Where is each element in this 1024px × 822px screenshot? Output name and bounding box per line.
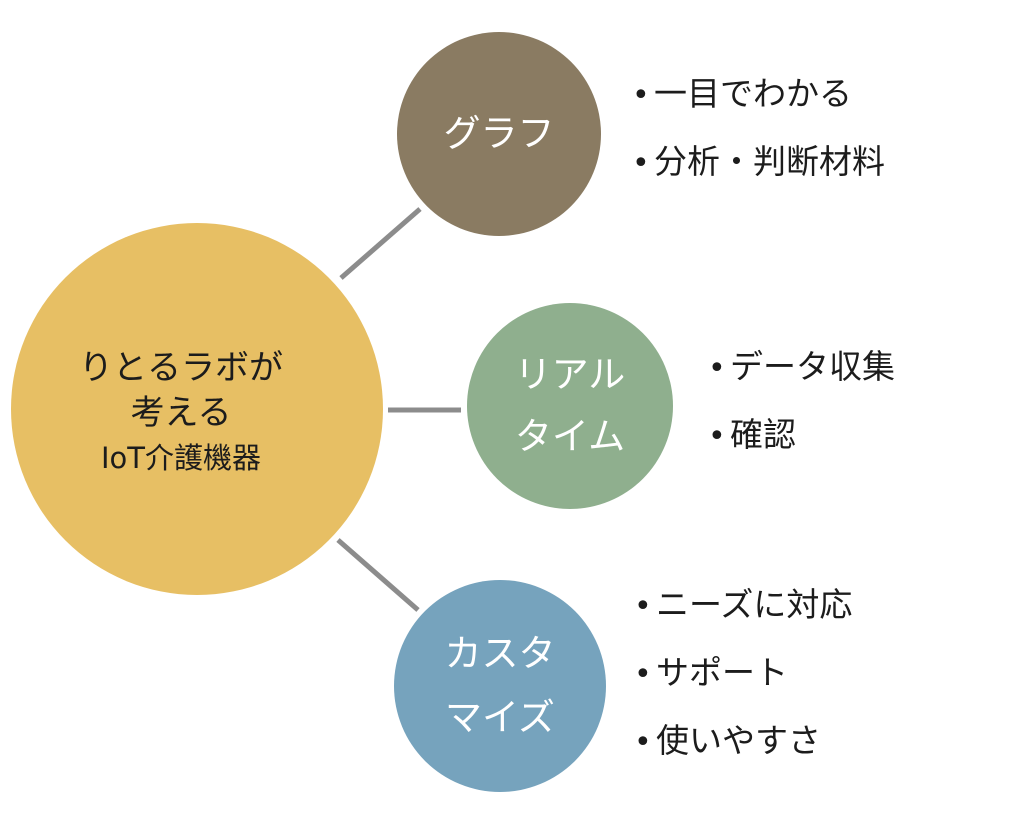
center-topic-text: りとるラボが 考える IoT介護機器 (79, 346, 283, 481)
connector-custom (336, 538, 420, 612)
bullet-item: ニーズに対応 (634, 571, 852, 639)
center-topic-circle: りとるラボが 考える IoT介護機器 (11, 223, 383, 595)
center-line-2: 考える (130, 392, 232, 433)
node-custom-label-line-1: カスタ (444, 632, 556, 675)
bullet-item: データ収集 (708, 333, 895, 401)
node-custom-circle: カスタ マイズ (394, 580, 606, 792)
bullet-item: 使いやすさ (634, 707, 852, 775)
node-custom-label-line-2: マイズ (445, 696, 555, 739)
bullet-item: 分析・判断材料 (632, 128, 885, 196)
node-realtime-label-line-1: リアル (514, 353, 626, 396)
bullet-item: サポート (634, 639, 852, 707)
bullet-item: 一目でわかる (632, 60, 885, 128)
center-line-3: IoT介護機器 (100, 440, 261, 475)
node-graph-label: グラフ (443, 112, 555, 156)
node-realtime-label-line-2: タイム (514, 415, 626, 458)
bullet-item: 確認 (708, 401, 895, 469)
node-graph-circle: グラフ (397, 32, 601, 236)
graph-bullet-list: 一目でわかる 分析・判断材料 (632, 60, 885, 196)
center-line-1: りとるラボが (79, 347, 283, 388)
custom-bullet-list: ニーズに対応 サポート 使いやすさ (634, 571, 852, 775)
connector-graph (339, 207, 422, 280)
node-realtime-circle: リアル タイム (467, 303, 673, 509)
realtime-bullet-list: データ収集 確認 (708, 333, 895, 469)
